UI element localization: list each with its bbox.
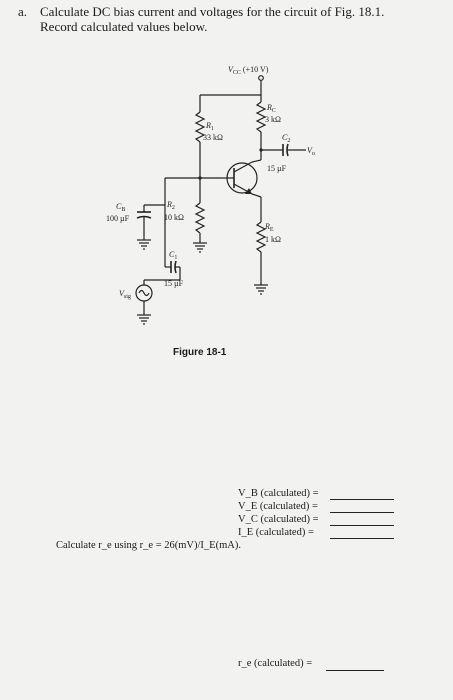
vb-calc-label: V_B (calculated) =: [238, 488, 319, 499]
emitter-arrow: [245, 188, 252, 194]
figure-caption: Figure 18-1: [173, 347, 227, 358]
c1-value: 15 µF: [164, 279, 184, 288]
re-resistor: [255, 221, 267, 253]
question-line-1: Calculate DC bias current and voltages f…: [40, 4, 385, 19]
rc-value: 3 kΩ: [265, 115, 281, 124]
ie-calc-label: I_E (calculated) =: [238, 527, 314, 538]
ve-answer-line[interactable]: [330, 512, 394, 513]
c1-label: C1: [169, 250, 177, 261]
vcc-label: VCC(+10 V): [228, 65, 269, 76]
re-formula-text: Calculate r_e using r_e = 26(mV)/I_E(mA)…: [56, 540, 241, 551]
r1-value: 33 kΩ: [203, 133, 223, 142]
re-answer-line[interactable]: [326, 670, 384, 671]
vsig-label: Vsig: [119, 289, 131, 300]
re-calc-label: r_e (calculated) =: [238, 658, 313, 669]
vb-answer-line[interactable]: [330, 499, 394, 500]
c2-label: C2: [282, 133, 290, 144]
rc-label: RC: [266, 103, 276, 114]
vo-label: Vo: [307, 146, 315, 157]
ve-calc-label: V_E (calculated) =: [238, 501, 318, 512]
r1-label: R1: [205, 121, 214, 132]
c2-value: 15 µF: [267, 164, 287, 173]
cb-label: CB: [116, 202, 125, 213]
vcc-terminal: [258, 75, 264, 81]
re-value: 1 kΩ: [265, 235, 281, 244]
r2-label: R2: [166, 200, 175, 211]
question-marker: a.: [18, 4, 28, 19]
vc-answer-line[interactable]: [330, 525, 394, 526]
question-line-2: Record calculated values below.: [40, 19, 208, 34]
rc-resistor: [255, 101, 267, 133]
re-label: RE: [264, 222, 274, 233]
r2-resistor: [194, 202, 206, 234]
vc-calc-label: V_C (calculated) =: [238, 514, 319, 525]
ie-answer-line[interactable]: [330, 538, 394, 539]
r1-resistor: [194, 111, 206, 143]
cb-plate-b: [136, 215, 152, 219]
r2-value: 10 kΩ: [164, 213, 184, 222]
cb-value: 100 µF: [106, 214, 130, 223]
